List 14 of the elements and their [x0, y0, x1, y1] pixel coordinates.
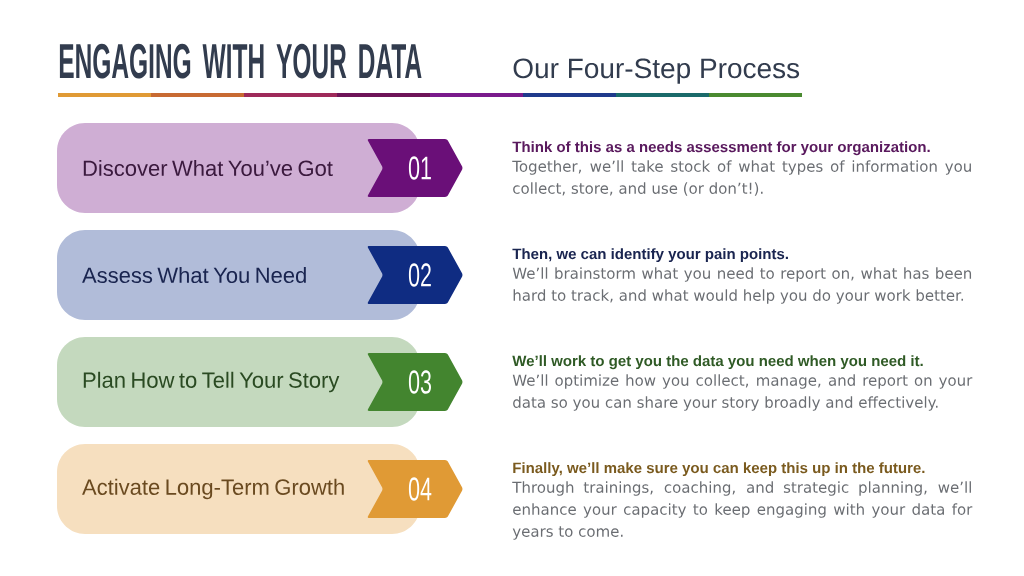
step-heading: Think of this as a needs assessment for your organization.: [512, 141, 930, 156]
step-description: We’ll optimize how you collect, manage, and report on your data so you can share your story broadly and effectively.: [512, 374, 973, 411]
step-description: We’ll brainstorm what you need to report on, what has been hard to track, and what would help you do your work better.: [512, 267, 972, 304]
step-description: Through trainings, coaching, and strategic planning, we’ll enhance your capacity to keep engaging with your data for years to come.: [512, 481, 973, 540]
title: ENGAGING WITH YOUR DATA: [59, 43, 422, 79]
step-heading: Then, we can identify your pain points.: [512, 248, 788, 263]
chevron-tab: 01: [367, 139, 463, 197]
step-heading: We’ll work to get you the data you need when you need it.: [512, 355, 923, 370]
chevron-tab: 04: [367, 460, 463, 518]
chevron-tab: 03: [367, 353, 463, 411]
step-heading: Finally, we’ll make sure you can keep this up in the future.: [513, 462, 925, 477]
chevron-tab: 02: [367, 246, 463, 304]
step-description: Together, we’ll take stock of what types of information you collect, store, and use (or don’t!).: [512, 160, 971, 196]
subtitle: Our Four-Step Process: [513, 58, 800, 84]
